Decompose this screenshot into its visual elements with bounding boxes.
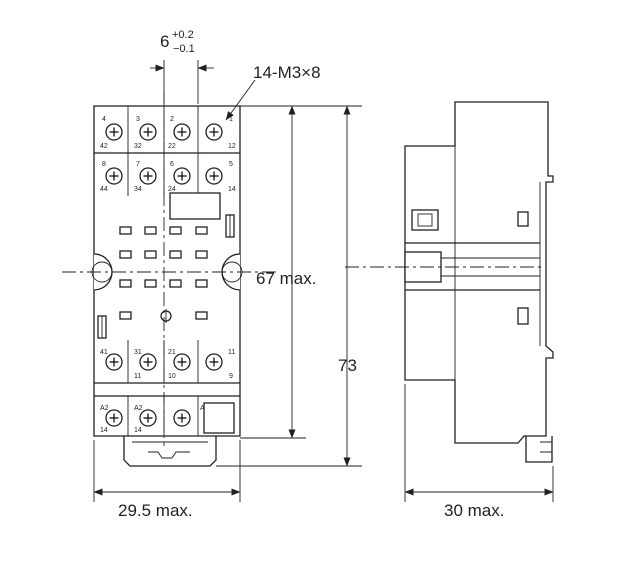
pitch-tolerance-upper: +0.2 [172,29,194,41]
socket-slots [119,226,208,320]
pitch-tolerance-lower: −0.1 [173,43,195,55]
terminal-label: 41 [100,349,108,356]
terminal-label: A2 [100,405,109,412]
terminal-label: A [200,405,205,412]
terminal-label: 6 [170,161,174,168]
terminal-label: 21 [168,349,176,356]
terminal-label: 12 [228,143,236,150]
height-overall-dimension: 73 [338,356,357,375]
terminal-label: 11 [134,373,141,380]
terminal-label: 42 [100,143,108,150]
front-view [62,92,280,467]
terminal-label: A2 [134,405,143,412]
terminal-numbers: 4 3 2 1 42 32 22 12 8 7 6 5 44 34 24 14 … [100,116,236,434]
terminal-label: 44 [100,186,108,193]
terminal-label: 14 [100,427,108,434]
dimension-lines [93,60,554,502]
terminal-label: 5 [229,161,233,168]
terminal-label: 24 [168,186,176,193]
terminal-label: 14 [228,186,236,193]
terminal-label: 14 [134,427,142,434]
terminal-label: 34 [134,186,142,193]
pitch-dimension: 6 [160,32,169,51]
height-max-dimension: 67 max. [256,269,316,288]
depth-max-dimension: 30 max. [444,501,504,520]
terminal-label: 22 [168,143,176,150]
terminal-label: 2 [170,116,174,123]
terminal-label: 4 [102,116,106,123]
terminal-label: 11 [228,349,235,356]
terminal-label: 32 [134,143,142,150]
terminal-label: 9 [229,373,233,380]
terminal-label: 31 [134,349,142,356]
width-max-dimension: 29.5 max. [118,501,193,520]
terminal-label: 8 [102,161,106,168]
terminal-label: 3 [136,116,140,123]
terminal-label: 7 [136,161,140,168]
terminal-label: 10 [168,373,176,380]
terminal-label: 1 [229,116,233,123]
side-view [345,101,554,463]
screw-callout: 14-M3×8 [253,63,321,82]
